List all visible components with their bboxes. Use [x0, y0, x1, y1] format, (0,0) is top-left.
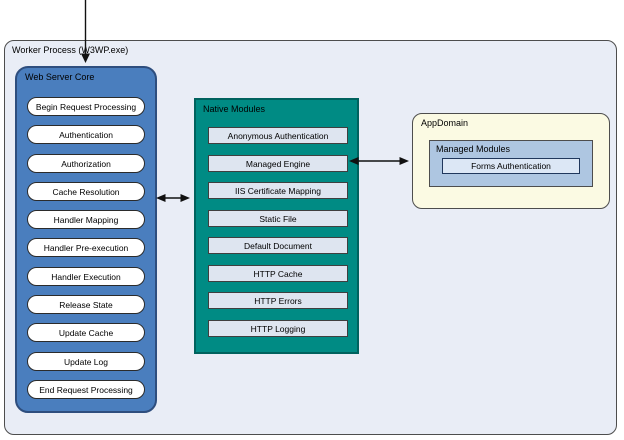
pipeline-stage: Handler Mapping: [27, 210, 145, 230]
web-server-core-title: Web Server Core: [25, 72, 95, 82]
native-module: Static File: [208, 209, 348, 227]
appdomain-title: AppDomain: [421, 118, 469, 128]
native-module: HTTP Cache: [208, 264, 348, 282]
pipeline-stage: Update Cache: [27, 323, 145, 343]
native-module: Default Document: [208, 237, 348, 254]
native-module: HTTP Errors: [208, 292, 348, 309]
pipeline-stage: Begin Request Processing: [27, 97, 145, 116]
pipeline-stage: Authorization: [27, 153, 145, 173]
native-module-list: Anonymous Authentication Managed Engine …: [208, 127, 348, 337]
appdomain-box: AppDomain Managed Modules Forms Authenti…: [412, 113, 610, 209]
managed-modules-box: Managed Modules Forms Authentication: [429, 140, 593, 187]
native-module: HTTP Logging: [208, 319, 348, 337]
native-module: IIS Certificate Mapping: [208, 182, 348, 199]
native-module: Anonymous Authentication: [208, 127, 348, 144]
managed-module: Forms Authentication: [442, 158, 580, 174]
pipeline-stage: Handler Pre-execution: [27, 238, 145, 258]
pipeline-stage-list: Begin Request Processing Authentication …: [27, 97, 145, 399]
pipeline-stage: Authentication: [27, 125, 145, 145]
native-modules-box: Native Modules Anonymous Authentication …: [194, 98, 359, 354]
native-modules-title: Native Modules: [203, 104, 266, 114]
worker-process-title: Worker Process (W3WP.exe): [12, 45, 129, 55]
worker-process-box: Worker Process (W3WP.exe) Web Server Cor…: [4, 40, 617, 435]
pipeline-stage: Handler Execution: [27, 266, 145, 286]
pipeline-stage: End Request Processing: [27, 379, 145, 399]
native-module: Managed Engine: [208, 154, 348, 172]
managed-modules-title: Managed Modules: [436, 144, 511, 154]
pipeline-stage: Cache Resolution: [27, 181, 145, 201]
pipeline-stage: Release State: [27, 295, 145, 315]
pipeline-stage: Update Log: [27, 351, 145, 371]
web-server-core-box: Web Server Core Begin Request Processing…: [15, 66, 157, 413]
